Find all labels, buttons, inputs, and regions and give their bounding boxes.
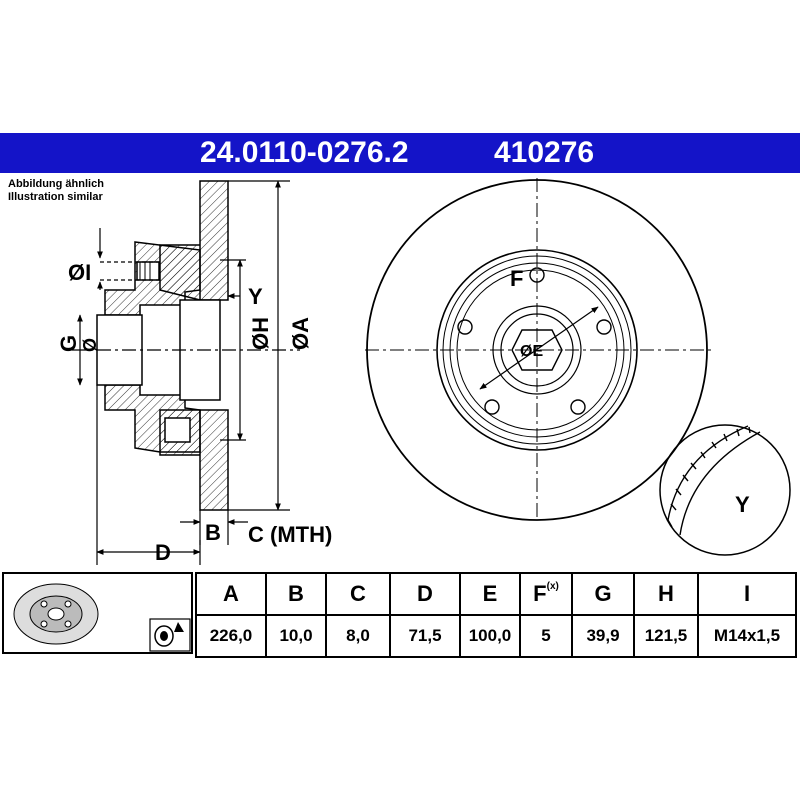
illustration-note: Abbildung ähnlich Illustration similar [8,178,104,204]
title-banner: 24.0110-0276.2 410276 [0,133,800,173]
spec-value-g: 39,9 [571,614,635,658]
stud-hole-upper [136,261,160,281]
bolt-hole-f [529,267,545,283]
label-dim-a: ØA [288,317,313,350]
label-dim-g-symbol: Ø [80,338,100,352]
spec-area: A B C D E F(x) G H I 226,0 10,0 8,0 71,5… [0,568,800,662]
bolt-hole-4 [484,399,500,415]
spec-value-e: 100,0 [459,614,521,658]
label-dim-e: ØE [520,343,543,360]
bolt-hole-3 [570,399,586,415]
spec-table: A B C D E F(x) G H I 226,0 10,0 8,0 71,5… [195,572,797,658]
spec-header-row: A B C D E F(x) G H I [195,572,797,616]
section-dimensions [72,180,300,565]
spec-header-e: E [459,572,521,616]
spec-value-a: 226,0 [195,614,267,658]
section-view [96,180,229,511]
detail-y [659,424,791,556]
spec-header-d: D [389,572,461,616]
bolt-hole-2 [596,319,612,335]
disc-thumbnail-icon [13,583,191,652]
spec-value-c: 8,0 [325,614,391,658]
label-dim-i: ØI [68,260,91,285]
spec-header-g: G [571,572,635,616]
label-dim-y: Y [248,284,263,309]
label-dim-b: B [205,520,221,545]
label-dim-c: C (MTH) [248,522,332,547]
spec-header-f-letter: F [533,581,547,606]
spec-header-a: A [195,572,267,616]
label-detail-y: Y [735,492,750,517]
disc-inner-circle [436,249,638,451]
detail-circle [659,424,791,556]
spec-header-b: B [265,572,327,616]
spec-value-d: 71,5 [389,614,461,658]
label-dim-d: D [155,540,171,565]
thumbnail-frame [2,572,193,654]
stud-hole-lower [164,417,191,443]
label-dim-g: G [56,335,81,352]
spec-value-row: 226,0 10,0 8,0 71,5 100,0 5 39,9 121,5 M… [195,614,797,658]
part-number: 24.0110-0276.2 [200,136,409,169]
technical-drawing: ØI Y G Ø ØH ØA B C (MTH) D F ØE [56,178,791,565]
spec-header-c: C [325,572,391,616]
bolt-hole-5 [457,319,473,335]
spec-header-i: I [697,572,797,616]
spec-header-h: H [633,572,699,616]
label-dim-f: F [510,266,523,291]
spec-value-i: M14x1,5 [697,614,797,658]
front-labels: F ØE [510,266,543,360]
spec-value-b: 10,0 [265,614,327,658]
short-number: 410276 [494,136,595,169]
front-view [365,178,712,521]
spec-value-f: 5 [519,614,573,658]
sensor-ring-icon [149,618,191,652]
note-german: Abbildung ähnlich [8,178,104,190]
note-english: Illustration similar [8,191,103,203]
spec-header-f-suffix: (x) [546,581,559,592]
label-dim-h: ØH [248,317,273,350]
spec-value-h: 121,5 [633,614,699,658]
spec-header-f: F(x) [519,572,573,616]
section-labels: ØI Y G Ø ØH ØA B C (MTH) D [56,260,332,565]
